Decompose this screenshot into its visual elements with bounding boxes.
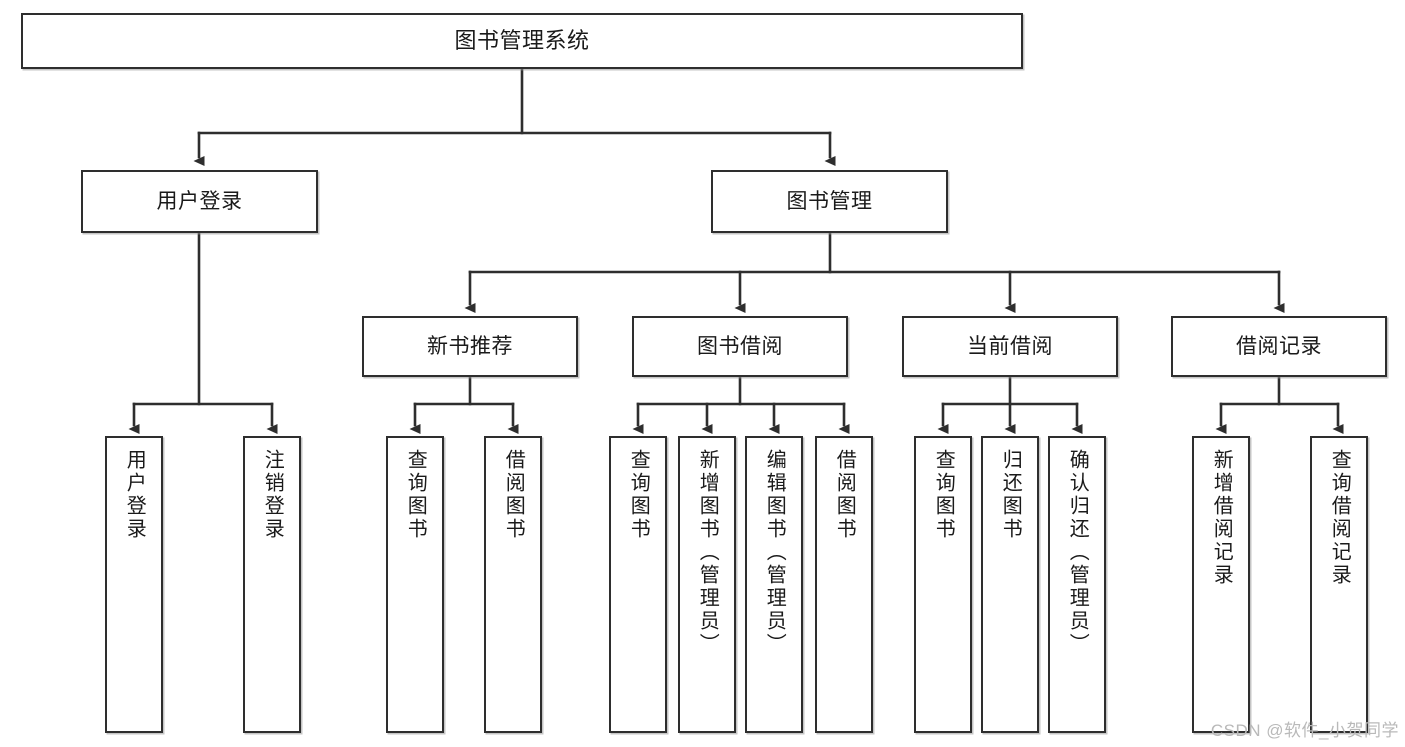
leaf-new-book-query[interactable]: 查询图书	[386, 436, 444, 733]
node-label: 用户登录	[156, 189, 243, 213]
node-label: 查询借阅记录	[1328, 449, 1351, 587]
node-borrow-records[interactable]: 借阅记录	[1171, 316, 1387, 377]
node-label: 用户登录	[123, 449, 146, 541]
node-label: 借阅记录	[1236, 334, 1322, 358]
node-book-borrowing[interactable]: 图书借阅	[632, 316, 848, 377]
leaf-return-book[interactable]: 归还图书	[981, 436, 1039, 733]
leaf-edit-book-admin[interactable]: 编辑图书（管理员）	[745, 436, 803, 733]
node-label: 图书借阅	[697, 334, 783, 358]
leaf-query-borrow-record[interactable]: 查询借阅记录	[1310, 436, 1368, 733]
node-label: 新增图书（管理员）	[696, 449, 719, 656]
leaf-add-book-admin[interactable]: 新增图书（管理员）	[678, 436, 736, 733]
node-label: 借阅图书	[833, 449, 856, 541]
node-label: 图书管理系统	[454, 27, 590, 53]
leaf-confirm-return-admin[interactable]: 确认归还（管理员）	[1048, 436, 1106, 733]
node-label: 当前借阅	[967, 334, 1053, 358]
leaf-borrow-book[interactable]: 借阅图书	[815, 436, 873, 733]
node-label: 注销登录	[261, 449, 284, 541]
node-new-book-recommendation[interactable]: 新书推荐	[362, 316, 578, 377]
node-user-login-module[interactable]: 用户登录	[81, 170, 318, 233]
node-label: 编辑图书（管理员）	[763, 449, 786, 656]
node-label: 查询图书	[627, 449, 650, 541]
leaf-add-borrow-record[interactable]: 新增借阅记录	[1192, 436, 1250, 733]
leaf-current-query-book[interactable]: 查询图书	[914, 436, 972, 733]
node-root-system[interactable]: 图书管理系统	[21, 13, 1023, 69]
leaf-borrow-query-book[interactable]: 查询图书	[609, 436, 667, 733]
node-current-borrowing[interactable]: 当前借阅	[902, 316, 1118, 377]
leaf-user-login[interactable]: 用户登录	[105, 436, 163, 733]
node-label: 归还图书	[999, 449, 1022, 541]
node-label: 图书管理	[786, 189, 873, 213]
node-book-management-module[interactable]: 图书管理	[711, 170, 948, 233]
node-label: 新增借阅记录	[1210, 449, 1233, 587]
node-label: 查询图书	[404, 449, 427, 541]
node-label: 借阅图书	[502, 449, 525, 541]
node-label: 新书推荐	[427, 334, 513, 358]
leaf-new-book-borrow[interactable]: 借阅图书	[484, 436, 542, 733]
node-label: 查询图书	[932, 449, 955, 541]
node-label: 确认归还（管理员）	[1066, 449, 1089, 656]
leaf-user-logout[interactable]: 注销登录	[243, 436, 301, 733]
csdn-watermark: CSDN @软件_小贺同学	[1210, 721, 1399, 740]
